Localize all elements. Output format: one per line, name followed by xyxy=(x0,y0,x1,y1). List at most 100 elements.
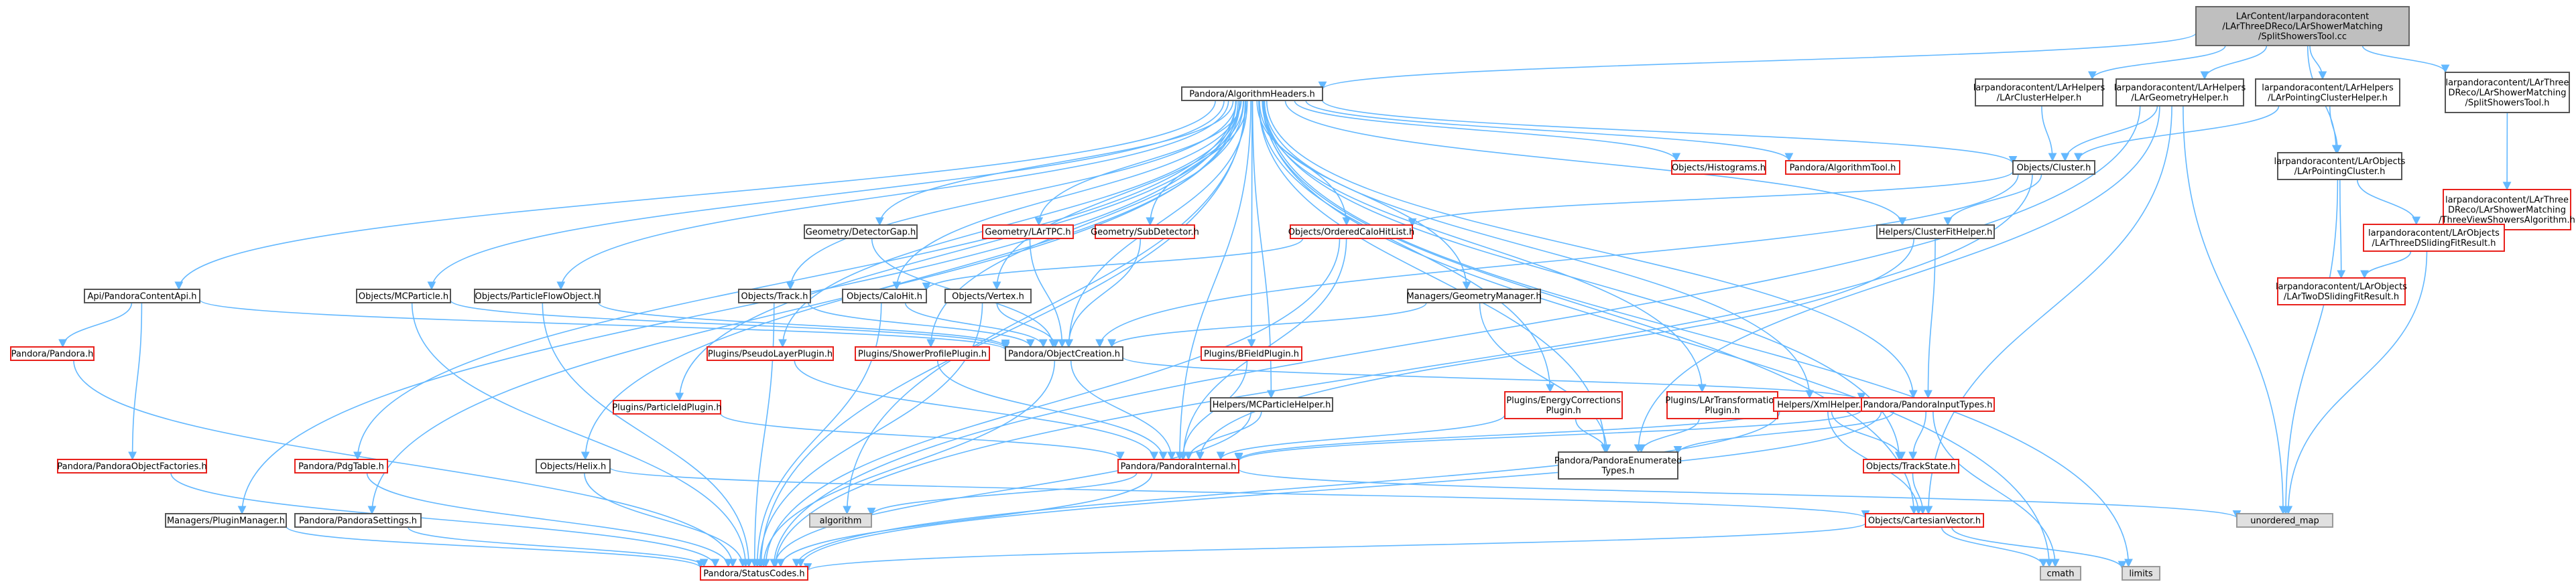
edge-pointingcluster-to-twodsliding xyxy=(2337,179,2346,279)
node-box xyxy=(2236,513,2333,528)
node-box xyxy=(2012,160,2095,175)
node-box xyxy=(57,459,207,474)
node-showerprofile[interactable]: Plugins/ShowerProfilePlugin.h xyxy=(855,346,990,361)
edge-pointingclusterhelper-to-objcluster xyxy=(2074,105,2280,162)
node-label: Plugins/ShowerProfilePlugin.h xyxy=(858,350,987,360)
node-objcluster[interactable]: Objects/Cluster.h xyxy=(2012,160,2095,175)
node-objectfactories[interactable]: Pandora/PandoraObjectFactories.h xyxy=(57,459,207,474)
node-lartpc[interactable]: Geometry/LArTPC.h xyxy=(982,224,1074,239)
node-box xyxy=(2277,152,2402,180)
node-track[interactable]: Objects/Track.h xyxy=(738,289,811,303)
node-calohit[interactable]: Objects/CaloHit.h xyxy=(842,289,927,303)
node-pseudolayer[interactable]: Plugins/PseudoLayerPlugin.h xyxy=(707,346,834,361)
node-pointingcluster[interactable]: larpandoracontent/LArObjects/LArPointing… xyxy=(2274,152,2406,180)
edge-objectfactories-to-statuscodes xyxy=(170,472,720,568)
node-threeviewalg[interactable]: larpandoracontent/LArThreeDReco/LArShowe… xyxy=(2439,189,2575,230)
edge-internal-to-algorithm xyxy=(867,472,1138,516)
edge-mcparticlehelper-to-internal xyxy=(1184,411,1262,461)
node-histograms[interactable]: Objects/Histograms.h xyxy=(1671,160,1766,175)
node-label: /LArThreeDReco/LArShowerMatching xyxy=(2222,22,2382,32)
node-label: Helpers/XmlHelper.h xyxy=(1777,401,1866,411)
node-label: Pandora/Pandora.h xyxy=(11,350,94,360)
node-root[interactable]: LArContent/larpandoracontent/LArThreeDRe… xyxy=(2195,6,2410,46)
edge-root-to-splittool xyxy=(2362,45,2450,74)
edge-algheaders-to-objectcreation xyxy=(1064,100,1248,348)
node-label: Pandora/StatusCodes.h xyxy=(703,569,804,579)
node-label: Geometry/SubDetector.h xyxy=(1091,228,1199,238)
node-label: larpandoracontent/LArHelpers xyxy=(1973,83,2105,93)
node-mcparticlehelper[interactable]: Helpers/MCParticleHelper.h xyxy=(1210,397,1333,412)
node-clusterfithelper[interactable]: Helpers/ClusterFitHelper.h xyxy=(1876,224,1995,239)
node-geommanager[interactable]: Managers/GeometryManager.h xyxy=(1406,289,1542,303)
node-label: Objects/Cluster.h xyxy=(2017,163,2091,173)
edge-algheaders-to-calohit xyxy=(892,100,1241,291)
node-splittool[interactable]: larpandoracontent/LArThreeDReco/LArShowe… xyxy=(2445,72,2570,113)
node-label: Objects/Track.h xyxy=(741,292,808,302)
node-box xyxy=(1095,224,1195,239)
node-vertex[interactable]: Objects/Vertex.h xyxy=(944,289,1032,303)
edge-algheaders-to-track xyxy=(786,100,1237,291)
node-helix[interactable]: Objects/Helix.h xyxy=(536,459,611,474)
node-settings[interactable]: Pandora/PandoraSettings.h xyxy=(294,513,422,528)
node-bfield[interactable]: Plugins/BFieldPlugin.h xyxy=(1201,346,1302,361)
node-clusterhelper[interactable]: larpandoracontent/LArHelpers/LArClusterH… xyxy=(1973,78,2105,106)
node-mcparticle[interactable]: Objects/MCParticle.h xyxy=(356,289,451,303)
edge-algheaders-to-statuscodes xyxy=(757,100,1246,568)
node-label: Plugins/BFieldPlugin.h xyxy=(1204,350,1299,360)
node-particleid[interactable]: Plugins/ParticleIdPlugin.h xyxy=(612,400,722,415)
node-box xyxy=(474,289,601,303)
node-label: unordered_map xyxy=(2250,516,2319,526)
edge-algheaders-to-showerprofile xyxy=(926,100,1245,348)
edge-energycorr-to-enumerated xyxy=(1575,418,1611,453)
node-label: Plugins/ParticleIdPlugin.h xyxy=(612,403,721,413)
node-cartesian[interactable]: Objects/CartesianVector.h xyxy=(1865,513,1984,528)
node-label: /SplitShowersTool.h xyxy=(2465,98,2549,108)
node-label: Objects/Vertex.h xyxy=(952,292,1024,302)
edge-pluginmanager-to-statuscodes xyxy=(286,526,705,569)
edge-inputtypes-to-trackstate xyxy=(1908,411,1927,461)
node-algorithm: algorithm xyxy=(809,513,872,528)
node-objectcreation[interactable]: Pandora/ObjectCreation.h xyxy=(1005,346,1123,361)
node-geomhelper[interactable]: larpandoracontent/LArHelpers/LArGeometry… xyxy=(2114,78,2246,106)
node-box xyxy=(1975,78,2103,106)
edge-xmlhelper-to-statuscodes xyxy=(792,411,1780,568)
node-box xyxy=(2195,6,2410,46)
node-pandora[interactable]: Pandora/Pandora.h xyxy=(10,346,95,361)
node-orderedcalohitlist[interactable]: Objects/OrderedCaloHitList.h xyxy=(1288,224,1415,239)
node-algheaders[interactable]: Pandora/AlgorithmHeaders.h xyxy=(1181,86,1323,101)
node-threedsliding[interactable]: larpandoracontent/LArObjects/LArThreeDSl… xyxy=(2363,224,2505,252)
node-twodsliding[interactable]: larpandoracontent/LArObjects/LArTwoDSlid… xyxy=(2276,277,2407,305)
node-label: Helpers/ClusterFitHelper.h xyxy=(1879,228,1993,238)
node-internal[interactable]: Pandora/PandoraInternal.h xyxy=(1117,459,1239,474)
node-pfo[interactable]: Objects/ParticleFlowObject.h xyxy=(474,289,601,303)
node-subdetector[interactable]: Geometry/SubDetector.h xyxy=(1091,224,1199,239)
node-inputtypes[interactable]: Pandora/PandoraInputTypes.h xyxy=(1861,397,1995,412)
node-trackstate[interactable]: Objects/TrackState.h xyxy=(1863,459,1959,474)
node-pointingclusterhelper[interactable]: larpandoracontent/LArHelpers/LArPointing… xyxy=(2255,78,2400,106)
node-algtool[interactable]: Pandora/AlgorithmTool.h xyxy=(1785,160,1900,175)
node-pdgtable[interactable]: Pandora/PdgTable.h xyxy=(294,459,388,474)
node-pluginmanager[interactable]: Managers/PluginManager.h xyxy=(165,513,287,528)
node-box xyxy=(982,224,1074,239)
edge-apicontent-to-objectfactories xyxy=(128,302,143,461)
node-statuscodes[interactable]: Pandora/StatusCodes.h xyxy=(700,566,808,581)
edge-layer xyxy=(58,32,2512,572)
node-box xyxy=(10,346,95,361)
node-label: Pandora/PdgTable.h xyxy=(298,462,384,472)
node-detectorgap[interactable]: Geometry/DetectorGap.h xyxy=(804,224,918,239)
edge-objcluster-to-clusterfithelper xyxy=(1943,173,2042,226)
node-label: Objects/CaloHit.h xyxy=(847,292,922,302)
edge-algheaders-to-apicontent xyxy=(174,100,1216,291)
node-label: Pandora/PandoraSettings.h xyxy=(299,516,417,526)
node-apicontent[interactable]: Api/PandoraContentApi.h xyxy=(84,289,200,303)
edge-algheaders-to-trackstate xyxy=(1263,100,1904,461)
node-box xyxy=(1876,224,1995,239)
edge-algheaders-to-detectorgap xyxy=(875,100,1234,226)
node-label: Helpers/MCParticleHelper.h xyxy=(1213,401,1331,411)
node-box xyxy=(2363,224,2505,252)
edge-trackstate-to-cartesian xyxy=(1912,472,1927,515)
node-xmlhelper[interactable]: Helpers/XmlHelper.h xyxy=(1773,397,1871,412)
